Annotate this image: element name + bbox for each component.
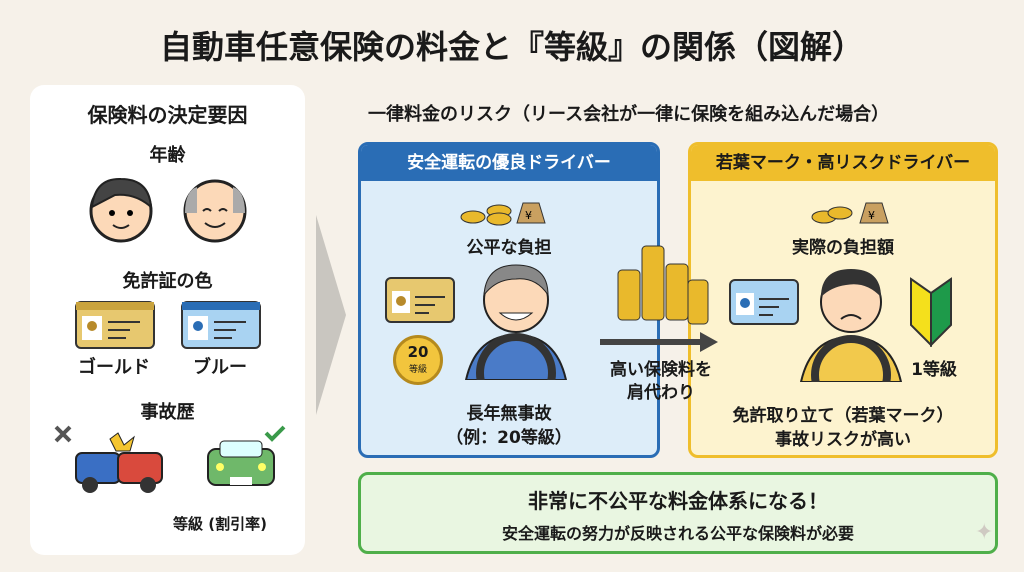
grade-1-label: 1等級 bbox=[911, 360, 957, 380]
risky-desc-2: 事故リスクが高い bbox=[775, 430, 911, 450]
grade-20-badge: 20 等級 bbox=[393, 335, 443, 385]
page-title: 自動車任意保険の料金と『等級』の関係（図解） bbox=[159, 28, 864, 66]
worried-driver-icon bbox=[799, 269, 903, 382]
badge-label: 等級 bbox=[408, 365, 427, 375]
transfer-label-1: 高い保険料を bbox=[610, 360, 712, 380]
badge-number: 20 bbox=[407, 343, 429, 361]
gold-label: ゴールド bbox=[78, 357, 150, 378]
faces-icon bbox=[89, 177, 247, 243]
gold-license-icon bbox=[385, 277, 455, 323]
age-label: 年齢 bbox=[149, 145, 186, 166]
coin-stack-icon bbox=[617, 245, 709, 325]
svg-text:¥: ¥ bbox=[525, 209, 532, 222]
accident-history-label: 事故歴 bbox=[140, 402, 195, 423]
transfer-arrow-icon bbox=[600, 332, 718, 352]
factors-panel: 保険料の決定要因 年齢 免許証の色 ゴールド ブルー 事故歴 等級 (割引率) bbox=[30, 85, 305, 555]
risky-driver-panel: 若葉マーク・高リスクドライバー ¥ 実際の負担額 1等級 免許取り立て（若葉マー… bbox=[688, 142, 998, 458]
beginner-mark-icon bbox=[910, 277, 952, 347]
arrow-right-icon bbox=[316, 215, 346, 415]
actual-burden-label: 実際の負担額 bbox=[792, 238, 894, 258]
elder-face-icon bbox=[183, 179, 247, 243]
risky-driver-header: 若葉マーク・高リスクドライバー bbox=[691, 145, 995, 181]
license-color-label: 免許証の色 bbox=[122, 271, 213, 292]
check-icon bbox=[264, 425, 286, 442]
accident-cars-icon bbox=[54, 425, 286, 493]
fair-burden-label: 公平な負担 bbox=[466, 238, 552, 258]
safe-desc-1: 長年無事故 bbox=[466, 404, 552, 424]
safe-desc-2: （例：20等級） bbox=[446, 428, 572, 448]
safe-car-icon bbox=[207, 440, 275, 486]
conclusion-line-2: 安全運転の努力が反映される公平な保険料が必要 bbox=[501, 524, 854, 543]
coins-moneybag-icon: ¥ bbox=[460, 202, 546, 226]
blue-label: ブルー bbox=[193, 357, 247, 378]
factors-heading: 保険料の決定要因 bbox=[87, 103, 248, 127]
transfer-label-2: 肩代わり bbox=[627, 383, 695, 403]
sparkle-icon: ✦ bbox=[975, 520, 994, 545]
safe-driver-header: 安全運転の優良ドライバー bbox=[361, 145, 657, 181]
license-cards-icon bbox=[75, 301, 261, 349]
cross-icon bbox=[54, 425, 72, 443]
young-face-icon bbox=[89, 177, 153, 243]
risky-desc-1: 免許取り立て（若葉マーク） bbox=[732, 406, 954, 426]
conclusion-box: 非常に不公平な料金体系になる！ 安全運転の努力が反映される公平な保険料が必要 bbox=[358, 472, 998, 554]
happy-driver-icon bbox=[464, 264, 568, 380]
risk-heading: 一律料金のリスク（リース会社が一律に保険を組み込んだ場合） bbox=[368, 104, 890, 125]
blue-license-icon bbox=[729, 279, 799, 325]
grade-label: 等級 (割引率) bbox=[173, 515, 267, 533]
coins-moneybag-icon: ¥ bbox=[811, 202, 889, 224]
svg-text:¥: ¥ bbox=[868, 209, 875, 222]
conclusion-line-1: 非常に不公平な料金体系になる！ bbox=[528, 489, 828, 513]
